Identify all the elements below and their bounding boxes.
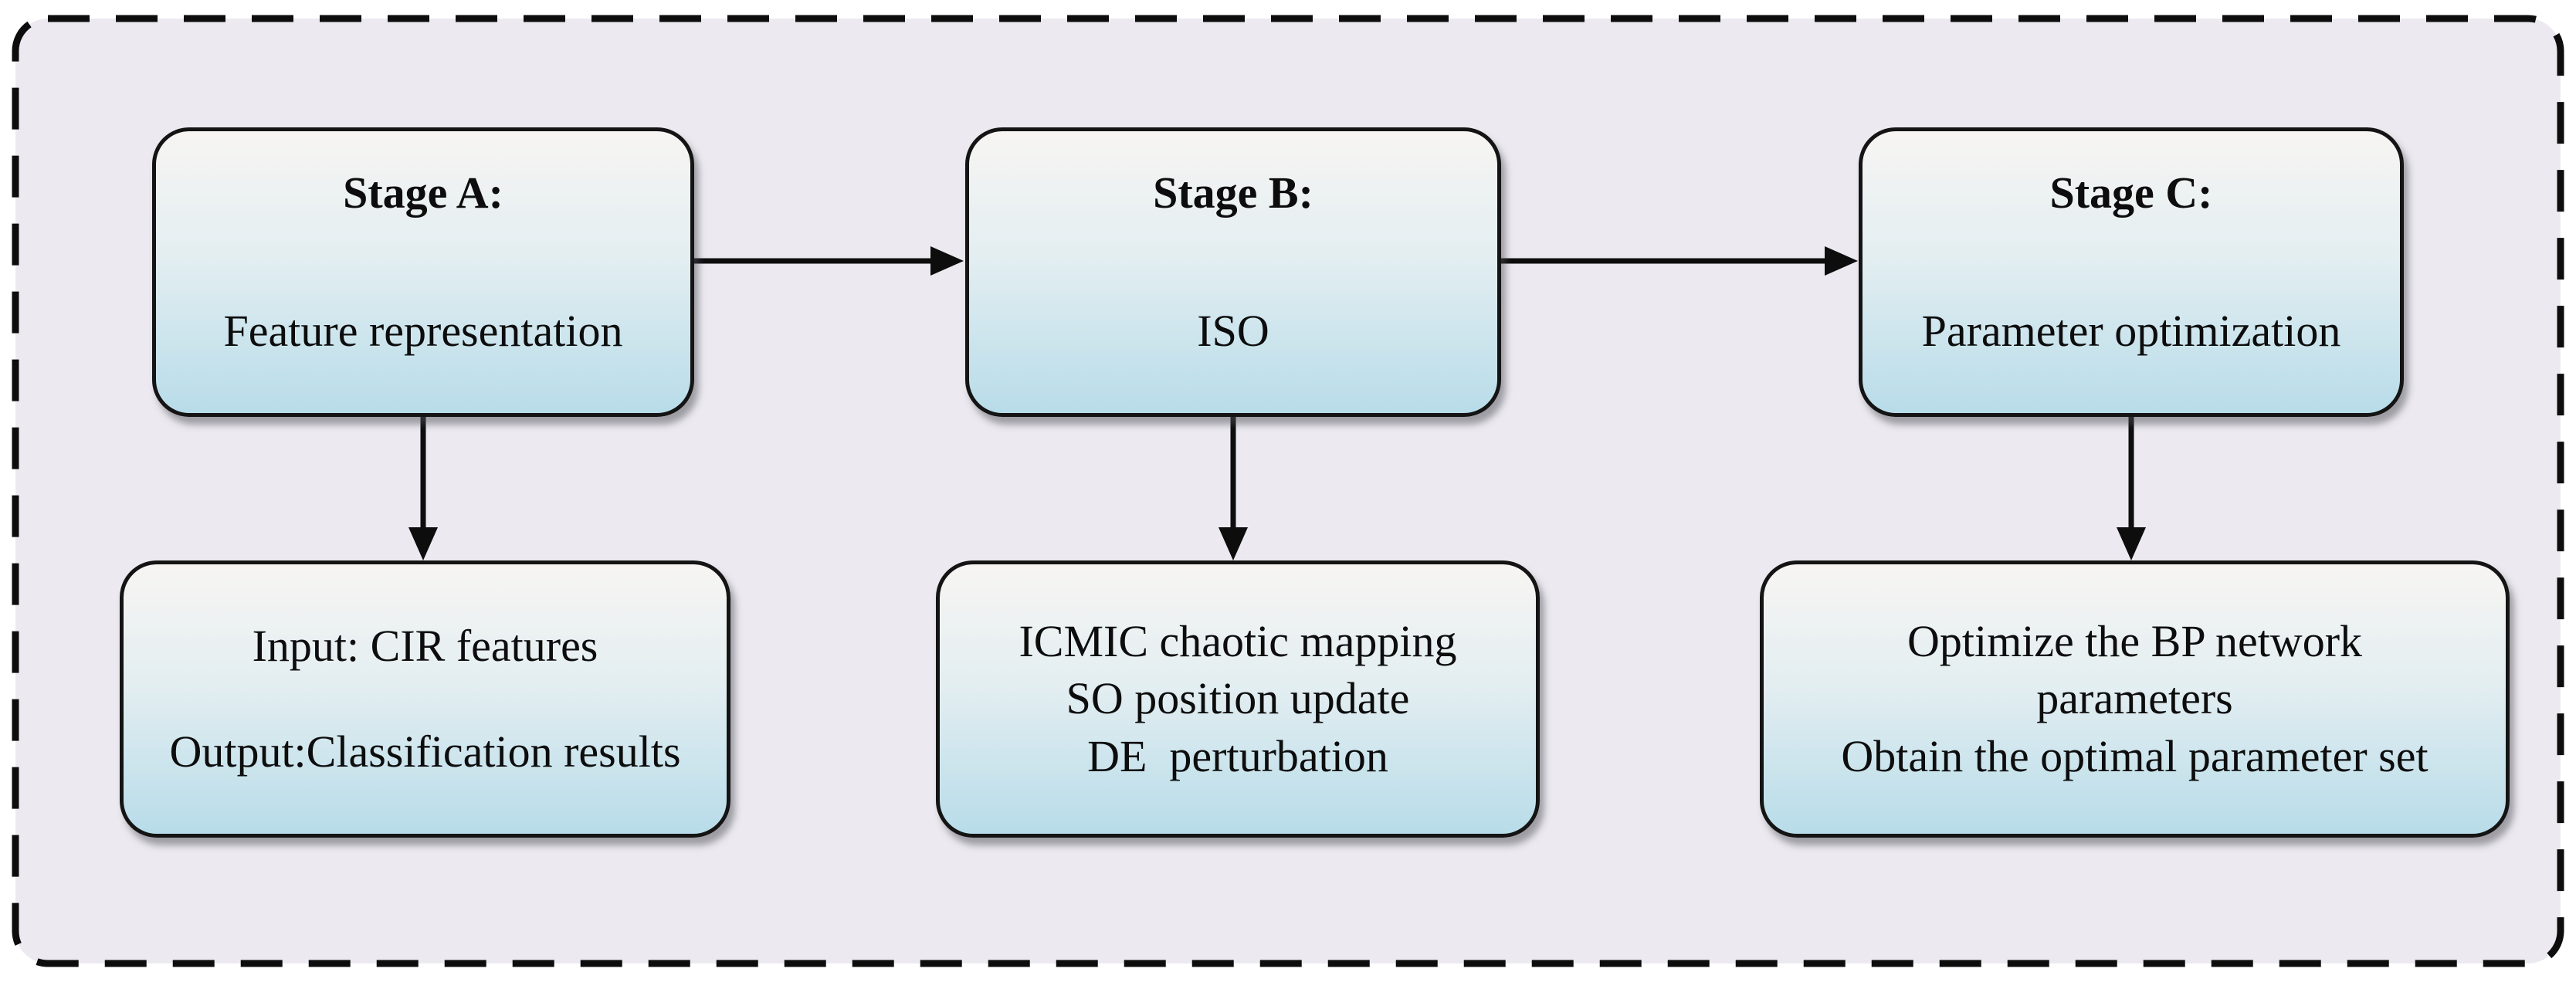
stage-a-detail-box: Input: CIR features Output:Classificatio… xyxy=(120,560,730,838)
stage-c-detail-line-1: Optimize the BP network parameters xyxy=(1907,616,2374,724)
stage-a-title: Stage A: xyxy=(343,168,503,218)
stage-c-detail-line-2: Obtain the optimal parameter set xyxy=(1841,730,2429,781)
stage-a-detail-output: Output:Classification results xyxy=(169,726,681,777)
stage-b-box: Stage B: ISO xyxy=(965,127,1501,417)
stage-b-detail-line-2: SO position update xyxy=(1066,673,1410,724)
arrow-stage-b-down xyxy=(1219,417,1248,560)
stage-a-detail-input: Input: CIR features xyxy=(252,621,598,672)
stage-c-box: Stage C: Parameter optimization xyxy=(1859,127,2404,417)
stage-c-detail-box: Optimize the BP network parameters Obtai… xyxy=(1760,560,2510,838)
stage-b-detail-line-1: ICMIC chaotic mapping xyxy=(1019,616,1457,667)
stage-b-detail-box: ICMIC chaotic mapping SO position update… xyxy=(936,560,1540,838)
stage-a-box: Stage A: Feature representation xyxy=(152,127,694,417)
stage-b-title: Stage B: xyxy=(1153,168,1313,218)
arrow-stage-b-to-c xyxy=(1501,246,1858,276)
stage-b-detail-line-3: DE perturbation xyxy=(1087,730,1388,781)
stage-a-subtitle: Feature representation xyxy=(223,305,623,356)
arrow-stage-a-down xyxy=(408,417,438,560)
stage-c-subtitle: Parameter optimization xyxy=(1921,305,2341,356)
stage-b-subtitle: ISO xyxy=(1197,305,1269,356)
stage-c-title: Stage C: xyxy=(2049,168,2213,218)
arrow-stage-a-to-b xyxy=(694,246,964,276)
arrow-stage-c-down xyxy=(2117,417,2146,560)
